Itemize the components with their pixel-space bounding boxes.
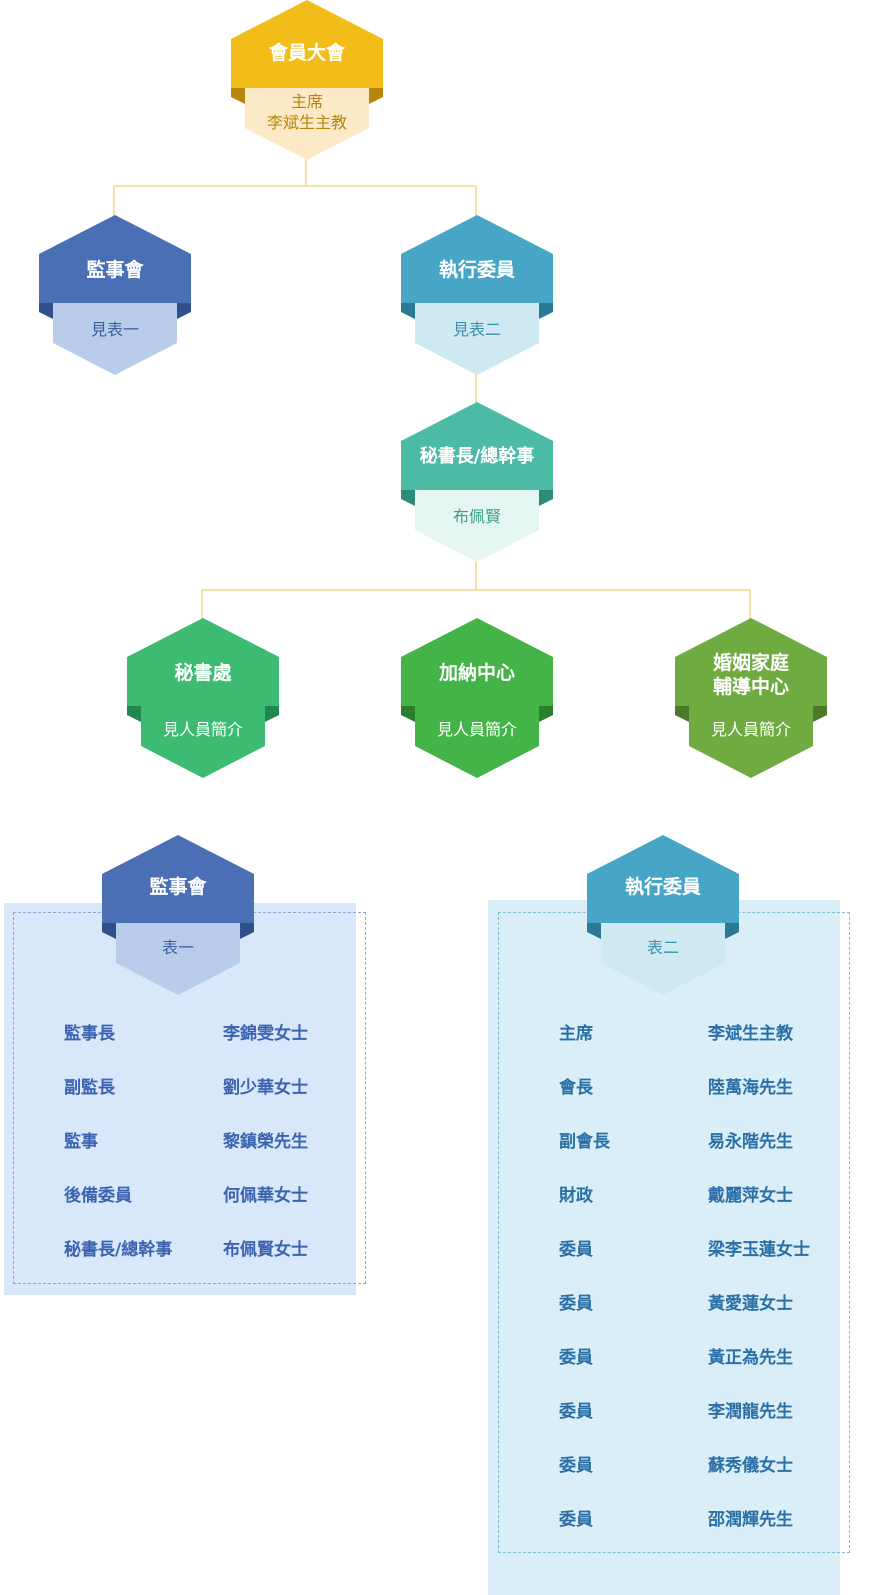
table2-name: 李潤龍先生 xyxy=(708,1402,793,1422)
table1-role: 秘書長/總幹事 xyxy=(64,1240,173,1260)
table1-name: 何佩華女士 xyxy=(223,1186,308,1206)
node-family-counselling-centre-shape xyxy=(675,618,827,778)
node-executive-committee-shape xyxy=(401,215,553,375)
table2-name: 黃正為先生 xyxy=(708,1348,793,1368)
table1-header-shape xyxy=(102,835,254,995)
node-executive-committee-ref: 見表二 xyxy=(452,320,501,339)
table2-name: 李斌生主教 xyxy=(708,1024,793,1044)
table2-role: 財政 xyxy=(559,1186,593,1206)
node-ganaa-centre-title: 加納中心 xyxy=(438,662,515,684)
table2-subtitle: 表二 xyxy=(646,938,679,957)
table2-name: 易永階先生 xyxy=(708,1132,793,1152)
table2-role: 委員 xyxy=(559,1456,593,1476)
table2-role: 副會長 xyxy=(559,1132,610,1152)
table2-role: 委員 xyxy=(559,1348,593,1368)
table1-role: 監事 xyxy=(64,1132,98,1152)
node-secretary-general-shape xyxy=(401,402,553,562)
table1-name: 黎鎮榮先生 xyxy=(223,1132,308,1152)
table1-title: 監事會 xyxy=(149,876,207,898)
node-family-counselling-centre-title-line2: 輔導中心 xyxy=(712,676,789,698)
node-secretariat-shape xyxy=(127,618,279,778)
node-ganaa-centre-ref: 見人員簡介 xyxy=(436,720,517,739)
node-general-assembly-title: 會員大會 xyxy=(268,42,345,64)
table2-name: 戴麗萍女士 xyxy=(708,1186,793,1206)
table2-name: 陸萬海先生 xyxy=(708,1078,793,1098)
node-general-assembly-role: 主席 xyxy=(290,92,323,111)
table1-name: 劉少華女士 xyxy=(223,1078,308,1098)
node-secretary-general-title: 秘書長/總幹事 xyxy=(419,446,535,467)
table1-role: 副監長 xyxy=(64,1078,115,1098)
table2-name: 蘇秀儀女士 xyxy=(708,1456,793,1476)
table1-role: 監事長 xyxy=(64,1024,115,1044)
table1-name: 李錦雯女士 xyxy=(223,1024,308,1044)
table1-role: 後備委員 xyxy=(64,1186,132,1206)
table2-role: 委員 xyxy=(559,1510,593,1530)
table2-role: 委員 xyxy=(559,1240,593,1260)
table1-subtitle: 表一 xyxy=(161,938,194,957)
node-secretary-general-person: 布佩賢 xyxy=(452,507,501,526)
table2-name: 梁李玉蓮女士 xyxy=(708,1240,810,1260)
table2-role: 委員 xyxy=(559,1294,593,1314)
node-secretariat-title: 秘書處 xyxy=(174,662,232,684)
node-supervisory-board-title: 監事會 xyxy=(86,259,144,281)
table2-header-shape xyxy=(587,835,739,995)
table2-title: 執行委員 xyxy=(624,876,701,898)
node-secretariat-ref: 見人員簡介 xyxy=(162,720,243,739)
table2-role: 會長 xyxy=(559,1078,593,1098)
table1-name: 布佩賢女士 xyxy=(223,1240,308,1260)
node-supervisory-board-shape xyxy=(39,215,191,375)
table2-role: 主席 xyxy=(559,1024,593,1044)
node-ganaa-centre-shape xyxy=(401,618,553,778)
node-family-counselling-centre-title-line1: 婚姻家庭 xyxy=(712,652,789,674)
node-executive-committee-title: 執行委員 xyxy=(438,259,515,281)
table2-dashed-frame xyxy=(498,912,850,1553)
node-supervisory-board-ref: 見表一 xyxy=(90,320,139,339)
node-general-assembly-person: 李斌生主教 xyxy=(266,113,347,132)
table2-panel xyxy=(488,900,840,1595)
node-general-assembly-shape xyxy=(231,0,383,160)
table2-role: 委員 xyxy=(559,1402,593,1422)
table2-name: 黃愛蓮女士 xyxy=(708,1294,793,1314)
node-family-counselling-centre-ref: 見人員簡介 xyxy=(710,720,791,739)
table2-name: 邵潤輝先生 xyxy=(708,1510,793,1530)
